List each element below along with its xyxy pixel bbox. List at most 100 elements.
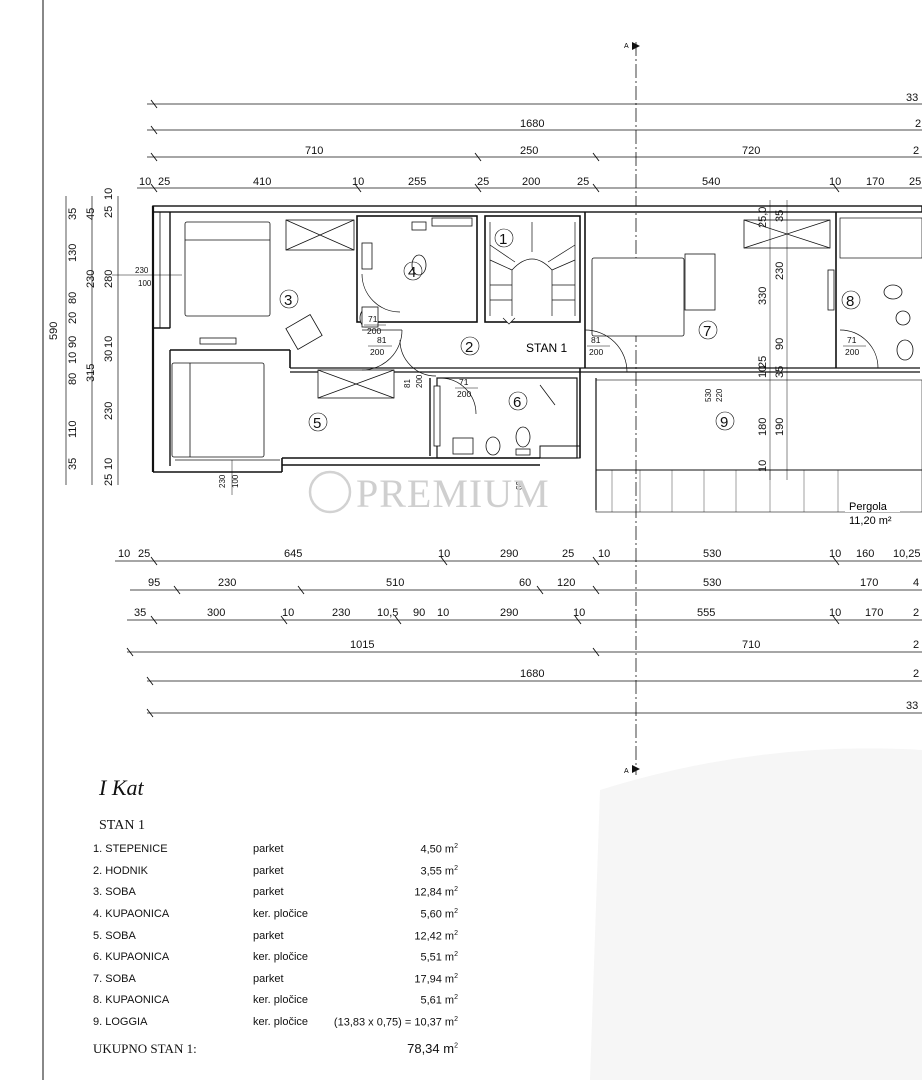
room-name: 3. SOBA	[93, 886, 136, 898]
room-name: 5. SOBA	[93, 930, 136, 942]
dim-bottom-29: 10	[829, 607, 841, 619]
door-label-w-0: 71	[368, 314, 378, 324]
apartment-title: STAN 1	[99, 818, 145, 833]
room-name: 6. KUPAONICA	[93, 951, 170, 963]
room-area: 4,50 m2	[420, 843, 458, 856]
dim-top-4: 250	[520, 145, 538, 157]
dim-left-0: 590	[48, 322, 60, 340]
section-line: A A	[624, 42, 640, 775]
dim-bottom-7: 530	[703, 548, 721, 560]
dim-inner-8: 90	[774, 338, 786, 350]
dim-bottom-15: 120	[557, 577, 575, 589]
dim-bottom-32: 1015	[350, 639, 374, 651]
dim-top-9: 410	[253, 176, 271, 188]
dim-bottom-11: 95	[148, 577, 160, 589]
dim-left-4: 45	[85, 208, 97, 220]
room-7-label: 7	[703, 323, 711, 340]
dim-left-11: 10	[67, 352, 79, 364]
room-area: 12,42 m2	[414, 930, 458, 943]
dim-left-15: 315	[85, 364, 97, 382]
dim-top-13: 200	[522, 176, 540, 188]
dim-inner-18: 81	[403, 379, 412, 388]
bottom-dimensions: 10 25 645 10 290 25 10 530 10 160 10,25 …	[115, 548, 922, 718]
dim-bottom-36: 2	[913, 668, 919, 680]
dim-bottom-26: 290	[500, 607, 518, 619]
dim-bottom-20: 300	[207, 607, 225, 619]
dim-bottom-25: 10	[437, 607, 449, 619]
dim-bottom-3: 10	[438, 548, 450, 560]
dim-inner-2: 230	[218, 474, 227, 488]
room-name: 4. KUPAONICA	[93, 908, 170, 920]
door-label-h-2: 200	[589, 347, 603, 357]
dim-bottom-21: 10	[282, 607, 294, 619]
room-material: parket	[253, 930, 284, 942]
room-name: 1. STEPENICE	[93, 843, 168, 855]
dim-bottom-22: 230	[332, 607, 350, 619]
dim-bottom-27: 10	[573, 607, 585, 619]
room-1-label: 1	[499, 231, 507, 248]
dim-bottom-6: 10	[598, 548, 610, 560]
building-walls	[151, 205, 922, 510]
room-material: ker. pločice	[253, 951, 309, 963]
left-dimensions: 590 10 25 35 45 130 230 280 80 20 90 10 …	[48, 188, 119, 486]
door-label-h-1: 200	[370, 347, 384, 357]
dim-top-7: 10	[139, 176, 151, 188]
room-area: 5,60 m2	[420, 908, 458, 921]
section-marker-top: A	[624, 43, 629, 50]
stan-label: STAN 1	[526, 341, 567, 355]
dim-top-8: 25	[158, 176, 170, 188]
total-value: 78,34 m2	[407, 1041, 458, 1056]
room-3-label: 3	[284, 292, 292, 309]
dim-inner-0: 230	[135, 266, 149, 275]
dim-bottom-10: 10,25	[893, 548, 921, 560]
dim-inner-3: 100	[231, 474, 240, 488]
dim-top-16: 10	[829, 176, 841, 188]
dim-bottom-16: 530	[703, 577, 721, 589]
dim-bottom-34: 2	[913, 639, 919, 651]
room-area: 12,84 m2	[414, 886, 458, 899]
dim-left-8: 80	[67, 292, 79, 304]
dim-bottom-9: 160	[856, 548, 874, 560]
dim-inner-11: 35	[774, 366, 786, 378]
door-label-w-4: 71	[847, 335, 857, 345]
dim-bottom-13: 510	[386, 577, 404, 589]
dim-bottom-8: 10	[829, 548, 841, 560]
dim-bottom-24: 90	[413, 607, 425, 619]
dim-bottom-1: 25	[138, 548, 150, 560]
room-material: parket	[253, 843, 284, 855]
dim-top-14: 25	[577, 176, 589, 188]
dim-left-18: 35	[67, 458, 79, 470]
dim-left-1: 10	[103, 188, 115, 200]
dim-top-1: 1680	[520, 118, 544, 130]
room-5-label: 5	[313, 415, 321, 432]
dim-inner-17: 60	[515, 481, 524, 490]
watermark: PREMIUM	[308, 470, 549, 516]
room-area: 17,94 m2	[414, 973, 458, 986]
dim-bottom-28: 555	[697, 607, 715, 619]
dim-bottom-35: 1680	[520, 668, 544, 680]
dim-left-10: 90	[67, 336, 79, 348]
dim-bottom-5: 25	[562, 548, 574, 560]
dim-bottom-2: 645	[284, 548, 302, 560]
dim-bottom-31: 2	[913, 607, 919, 619]
dim-bottom-0: 10	[118, 548, 130, 560]
door-labels: 71 200 81 200 81 200 71 200 71 200	[364, 314, 866, 399]
dim-left-19: 10	[103, 458, 115, 470]
room-material: parket	[253, 973, 284, 985]
room-name: 7. SOBA	[93, 973, 136, 985]
door-label-h-3: 200	[457, 389, 471, 399]
dim-top-0: 33	[906, 92, 918, 104]
dim-inner-14: 10	[757, 460, 769, 472]
total-label: UKUPNO STAN 1:	[93, 1041, 197, 1056]
door-label-w-2: 81	[591, 335, 601, 345]
room-area: (13,83 x 0,75) = 10,37 m2	[333, 1016, 458, 1029]
dim-top-6: 2	[913, 145, 919, 157]
room-8-label: 8	[846, 293, 854, 310]
room-name: 8. KUPAONICA	[93, 994, 170, 1006]
dim-bottom-30: 170	[865, 607, 883, 619]
dim-inner-13: 190	[774, 418, 786, 436]
door-label-h-4: 200	[845, 347, 859, 357]
room-9-label: 9	[720, 414, 728, 431]
door-swings	[361, 273, 879, 415]
